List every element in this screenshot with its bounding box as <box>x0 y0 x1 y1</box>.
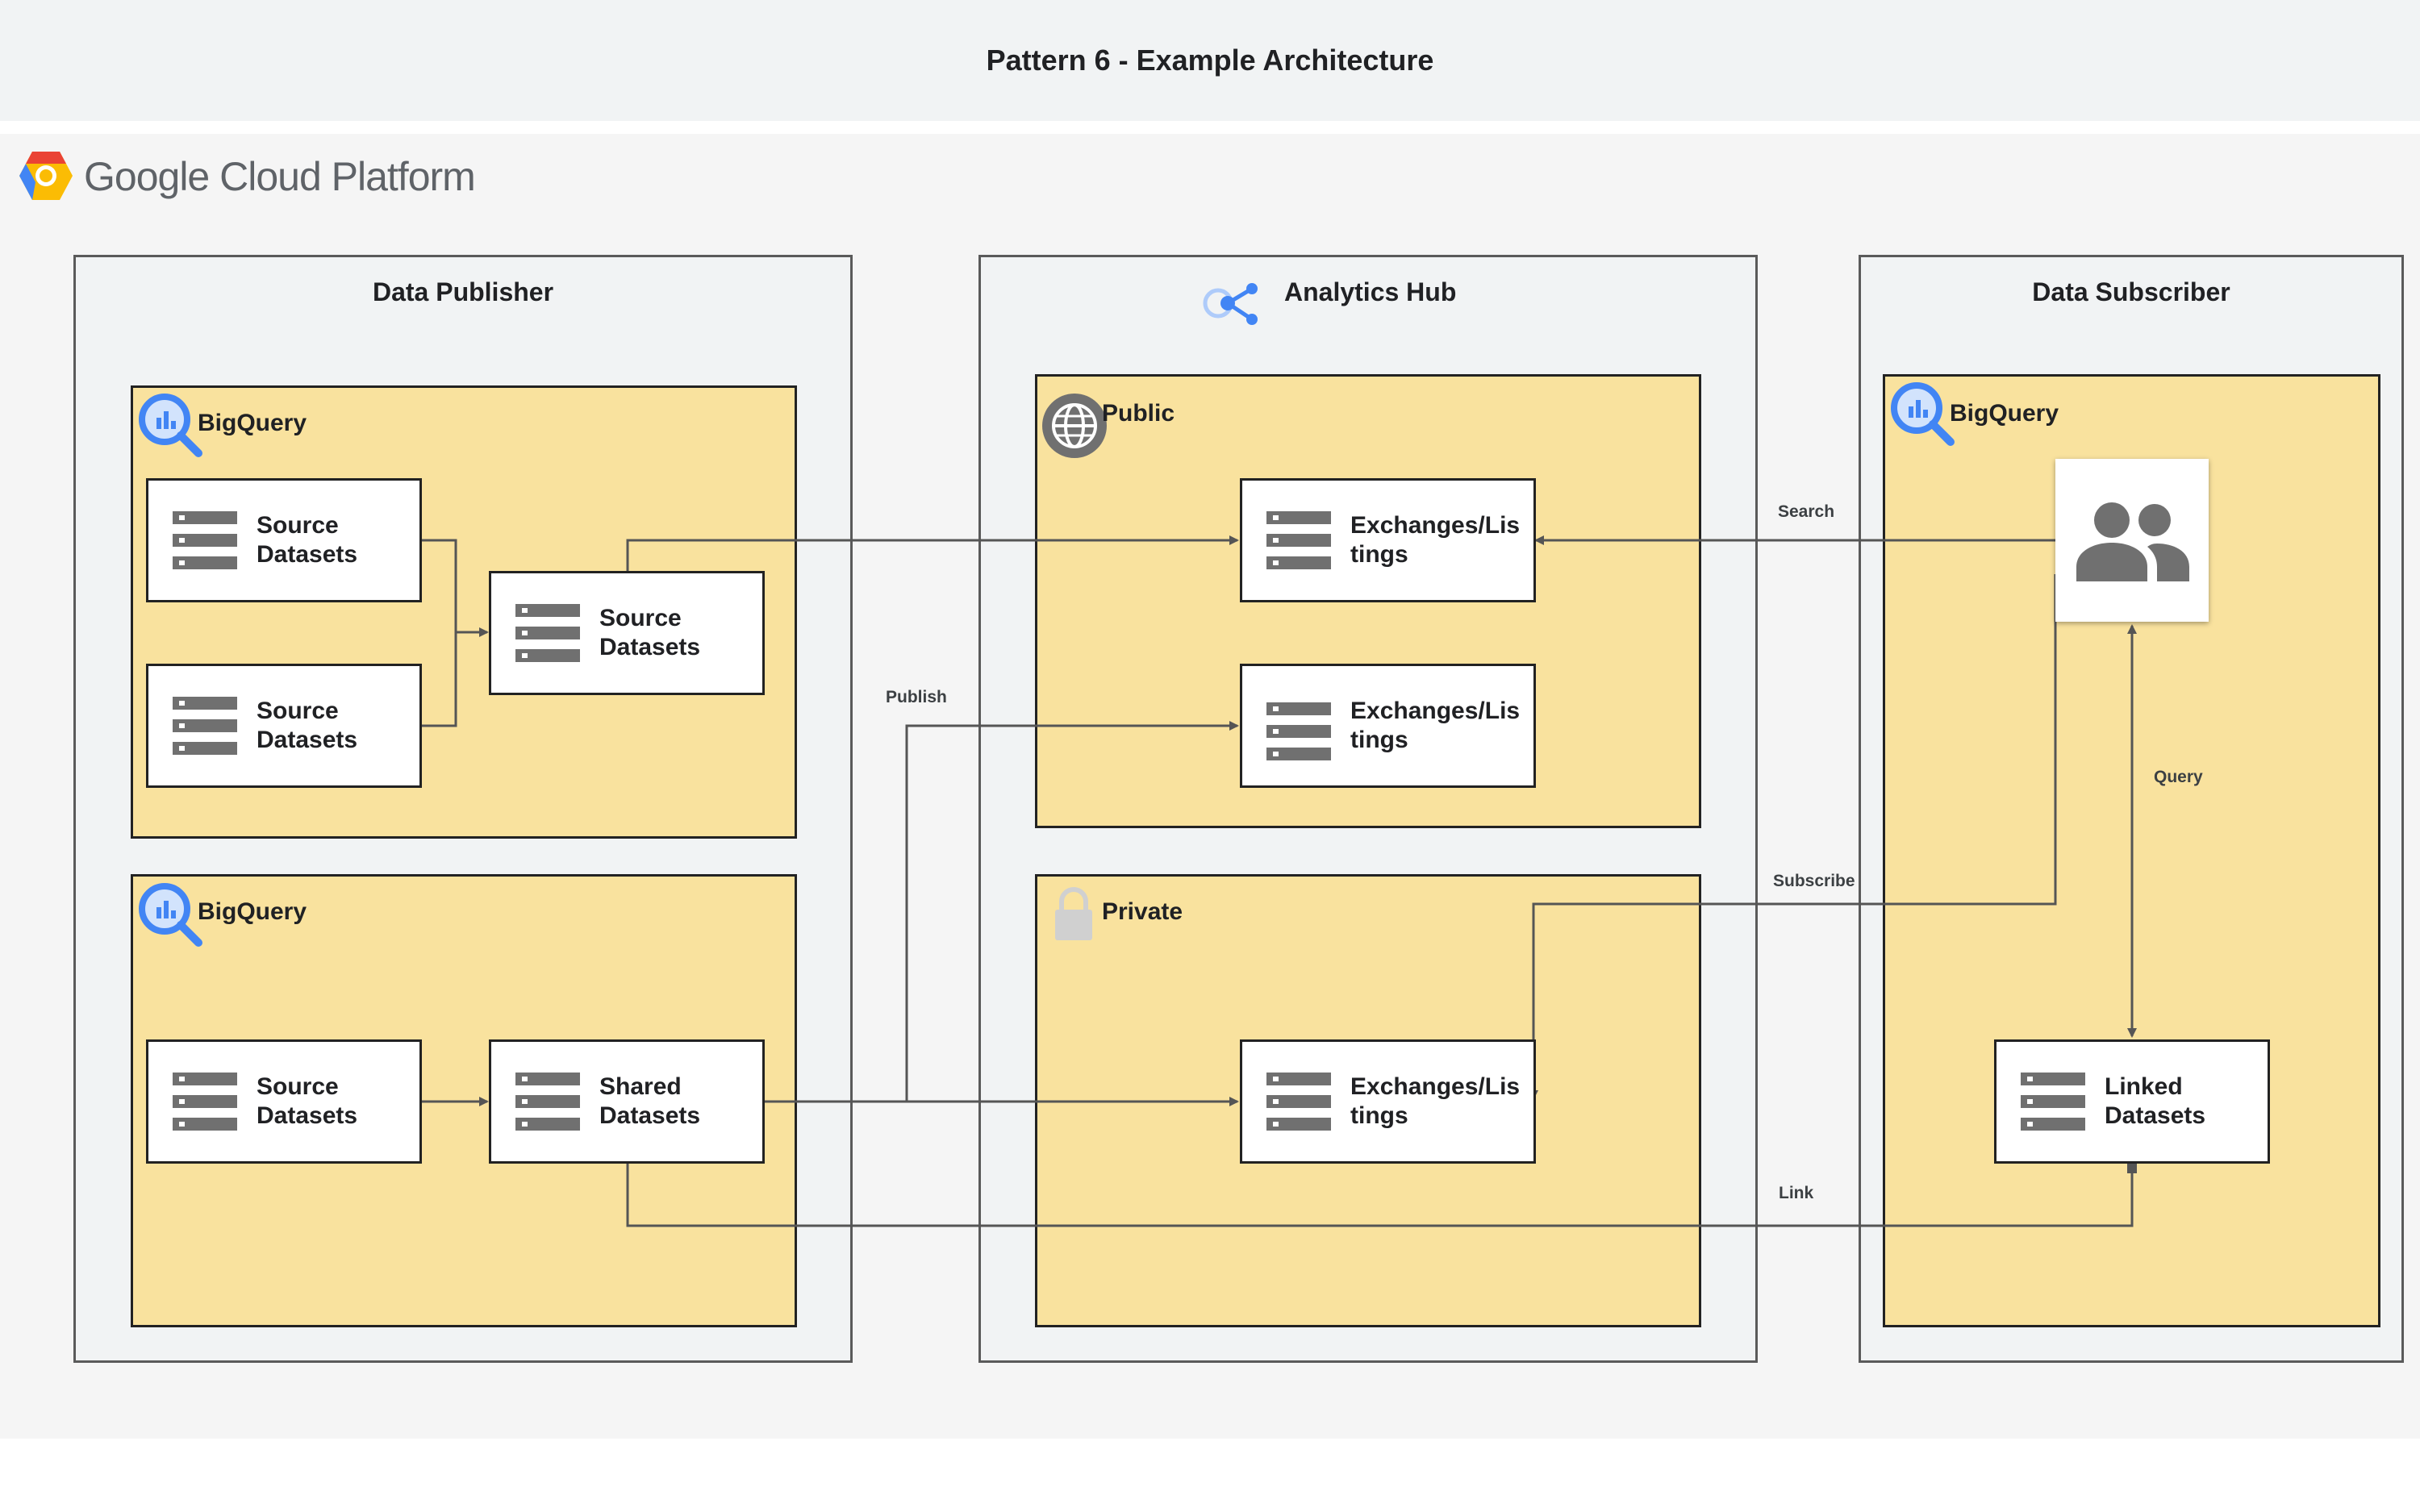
database-icon <box>173 1073 237 1131</box>
card-label: Exchanges/Lis tings <box>1350 1073 1521 1129</box>
users-group-icon <box>2076 502 2189 581</box>
subscriber-users-node[interactable] <box>2055 459 2209 622</box>
analytics-hub-title: Analytics Hub <box>1284 277 1457 306</box>
data-subscriber-title: Data Subscriber <box>2032 277 2230 306</box>
source-datasets-card[interactable]: Source Datasets <box>146 478 422 602</box>
linked-datasets-card[interactable]: Linked Datasets <box>1994 1039 2270 1164</box>
merge-line <box>422 539 457 727</box>
bigquery-icon <box>139 394 202 457</box>
card-label: Linked Datasets <box>2105 1073 2206 1129</box>
card-label: Exchanges/Lis tings <box>1350 512 1521 568</box>
gcp-wordmark: Google Cloud Platform <box>84 154 476 199</box>
private-label: Private <box>1102 898 1183 925</box>
card-label: Shared Datasets <box>599 1073 701 1129</box>
database-icon <box>1266 702 1331 760</box>
lock-icon <box>1055 887 1092 940</box>
database-icon <box>515 1073 580 1131</box>
public-listing-card-2[interactable]: Exchanges/Lis tings <box>1240 664 1536 788</box>
shared-datasets-card[interactable]: Shared Datasets <box>489 1039 765 1164</box>
public-label: Public <box>1102 400 1175 427</box>
database-icon <box>1266 1073 1331 1131</box>
diagram-title: Pattern 6 - Example Architecture <box>986 44 1434 77</box>
link-end-marker <box>2127 1164 2137 1173</box>
subscribe-arrow <box>1529 574 2057 1100</box>
bigquery-icon <box>1891 382 1955 446</box>
database-icon <box>173 697 237 755</box>
gcp-hexagon-icon <box>19 152 73 200</box>
search-label: Search <box>1778 502 1835 521</box>
source-datasets-card[interactable]: Source Datasets <box>146 1039 422 1164</box>
bigquery-icon <box>139 883 202 947</box>
public-listing-card-1[interactable]: Exchanges/Lis tings <box>1240 478 1536 602</box>
bigquery-label: BigQuery <box>198 898 307 925</box>
database-icon <box>1266 511 1331 569</box>
publish-branch-arrow <box>905 721 1239 1102</box>
private-listing-card[interactable]: Exchanges/Lis tings <box>1240 1039 1536 1164</box>
publish-public-arrow <box>626 535 1239 571</box>
link-label: Link <box>1779 1184 1814 1202</box>
bigquery-label: BigQuery <box>198 410 307 436</box>
bigquery-label: BigQuery <box>1950 400 2059 427</box>
merged-source-datasets-card[interactable]: Source Datasets <box>489 571 765 695</box>
database-icon <box>2021 1073 2085 1131</box>
card-label: Source Datasets <box>257 698 358 753</box>
card-label: Source Datasets <box>599 605 701 660</box>
globe-icon <box>1042 394 1107 458</box>
analytics-hub-icon <box>1203 283 1258 325</box>
card-label: Source Datasets <box>257 1073 358 1129</box>
source-datasets-card[interactable]: Source Datasets <box>146 664 422 788</box>
publish-label: Publish <box>886 688 947 706</box>
title-bar <box>0 0 2420 121</box>
query-label: Query <box>2154 768 2203 786</box>
card-label: Source Datasets <box>257 512 358 568</box>
data-publisher-title: Data Publisher <box>372 277 554 306</box>
subscribe-label: Subscribe <box>1773 872 1855 890</box>
database-icon <box>515 604 580 662</box>
card-label: Exchanges/Lis tings <box>1350 698 1521 753</box>
database-icon <box>173 511 237 569</box>
link-line <box>626 1164 2134 1227</box>
